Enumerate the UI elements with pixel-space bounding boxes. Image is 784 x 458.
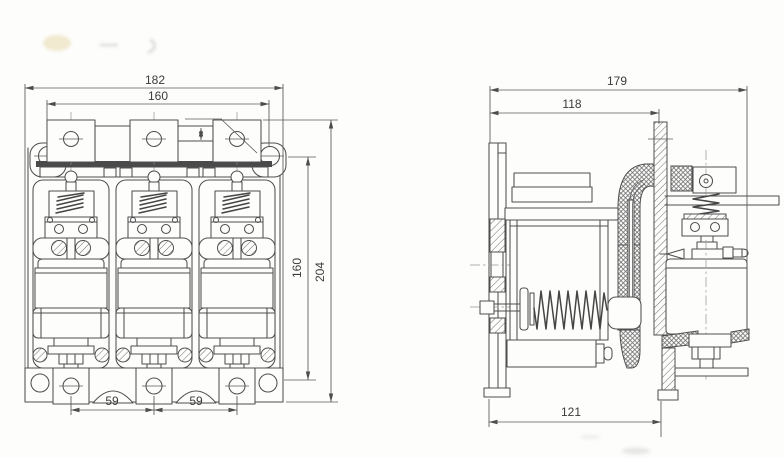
side-bracket	[470, 142, 524, 398]
dim-label-59-right: 59	[189, 394, 203, 408]
side-return-spring	[479, 287, 608, 331]
watermark	[43, 35, 650, 455]
dim-front-mounting-width: 160	[46, 89, 270, 146]
side-coil-assembly	[504, 172, 619, 368]
side-l-bracket-leg	[657, 347, 679, 401]
dim-label-121: 121	[561, 405, 581, 419]
dim-label-160-side: 160	[290, 258, 304, 278]
dim-label-59-left: 59	[105, 394, 119, 408]
dim-side-upper-depth: 118	[489, 97, 660, 124]
pole-2	[115, 111, 193, 405]
side-view: 179 118 121	[470, 74, 780, 437]
front-detail-leader	[185, 118, 258, 154]
front-view: 182 160 59 59 160	[24, 73, 338, 415]
side-contact-clamp	[659, 213, 749, 260]
dim-label-118: 118	[562, 97, 581, 111]
dim-label-204: 204	[313, 262, 327, 282]
front-plate-clips	[103, 167, 216, 178]
side-aux-bracket	[670, 150, 737, 202]
dim-label-182: 182	[145, 73, 165, 87]
dim-label-160-top: 160	[148, 89, 168, 103]
dim-front-overall-width: 182	[24, 73, 284, 368]
dim-front-height-inner: 160	[284, 156, 316, 381]
dim-side-base-width: 121	[488, 399, 662, 437]
dim-label-179: 179	[607, 74, 627, 88]
dim-front-pole-pitch: 59 59	[70, 394, 238, 415]
side-pushrod-bar	[648, 121, 673, 336]
dim-front-height-overall: 204	[263, 119, 338, 403]
dim-side-overall-depth: 179	[489, 74, 748, 332]
side-long-rod	[664, 195, 780, 206]
